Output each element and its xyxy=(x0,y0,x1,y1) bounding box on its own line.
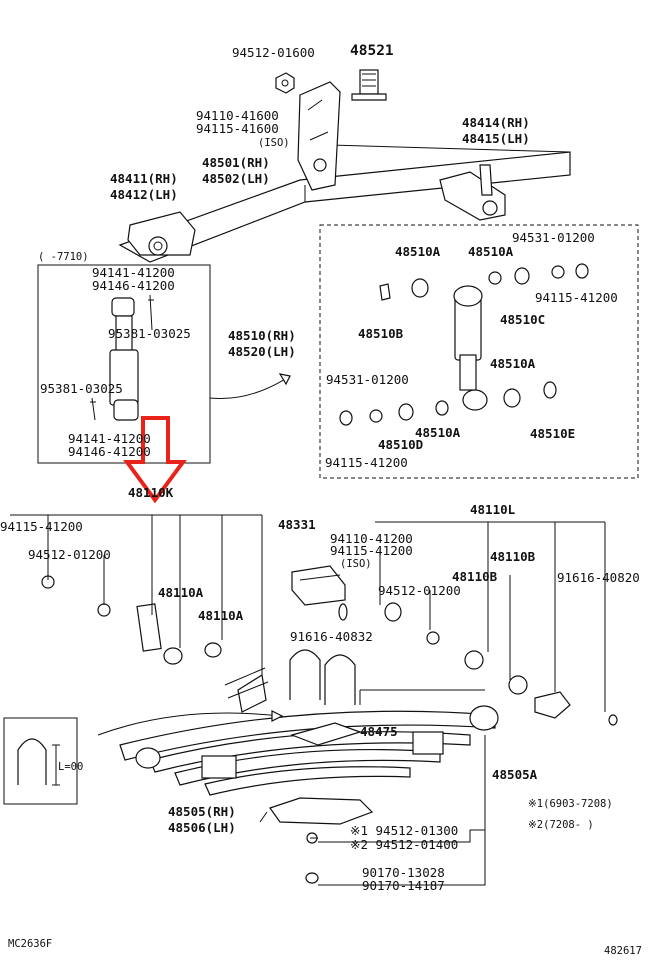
inset-u-bolt xyxy=(17,738,60,786)
label-94512-01400: ※2 94512-01400 xyxy=(350,837,458,852)
footer-code-right: 482617 xyxy=(604,945,642,957)
label-91616-40832: 91616-40832 xyxy=(290,629,373,644)
bushings-48110 xyxy=(41,575,618,884)
leaf-spring-48505 xyxy=(119,705,499,796)
label-48110b-2: 48110B xyxy=(452,569,498,584)
shock-bushings xyxy=(339,263,589,426)
spring-pad-lower xyxy=(269,797,374,825)
spring-plate-48475 xyxy=(290,722,362,746)
label-48331: 48331 xyxy=(278,517,316,532)
label-48110a-2: 48110A xyxy=(198,608,244,623)
shock-absorber-early xyxy=(90,294,154,421)
label-48505-rh: 48505(RH) xyxy=(168,804,236,819)
shackle-pin-48521 xyxy=(351,69,387,101)
shock-absorber-48510 xyxy=(453,285,488,411)
label-94512-01600: 94512-01600 xyxy=(232,45,315,60)
label-48510-rh: 48510(RH) xyxy=(228,328,296,343)
u-bolt xyxy=(289,649,356,705)
label-48505a: 48505A xyxy=(492,767,538,782)
part-labels: 94512-01600 48521 94110-41600 94115-4160… xyxy=(0,43,642,957)
detail-box-early xyxy=(37,264,211,464)
label-48510d: 48510D xyxy=(378,437,423,452)
label-48411-rh: 48411(RH) xyxy=(110,171,178,186)
flow-arrow xyxy=(97,710,284,736)
label-48510a-2: 48510A xyxy=(468,244,514,259)
shackle-48110a xyxy=(224,667,269,713)
label-94512-01200-a: 94512-01200 xyxy=(28,547,111,562)
label-94141-41200-b: 94141-41200 xyxy=(68,431,151,446)
label-48110a-1: 48110A xyxy=(158,585,204,600)
label-48412-lh: 48412(LH) xyxy=(110,187,178,202)
label-94512-01300: ※1 94512-01300 xyxy=(350,823,458,838)
label-94110-41600: 94110-41600 xyxy=(196,108,279,123)
label-90170-13028: 90170-13028 xyxy=(362,865,445,880)
label-48520-lh: 48520(LH) xyxy=(228,344,296,359)
down-arrow-icon xyxy=(123,416,187,504)
label-94115-41200-b: 94115-41200 xyxy=(325,455,408,470)
label-48502-lh: 48502(LH) xyxy=(202,171,270,186)
label-94110-41200: 94110-41200 xyxy=(330,531,413,546)
callout-lines xyxy=(10,514,606,886)
label-48475: 48475 xyxy=(360,724,398,739)
label-94115-41200-c: 94115-41200 xyxy=(0,519,83,534)
label-iso-top: (ISO) xyxy=(258,137,290,149)
label-94115-41600: 94115-41600 xyxy=(196,121,279,136)
label-48510a-4: 48510A xyxy=(415,425,461,440)
label-48414-rh: 48414(RH) xyxy=(462,115,530,130)
label-note-1: ※1(6903-7208) xyxy=(528,798,613,810)
pointer-arrow xyxy=(209,373,291,399)
label-note-2: ※2(7208- ) xyxy=(528,819,594,831)
footer-code-left: MC2636F xyxy=(8,938,52,950)
label-48110k: 48110K xyxy=(128,485,174,500)
front-hanger-48411 xyxy=(127,211,196,256)
label-91616-40820: 91616-40820 xyxy=(557,570,640,585)
label-48510a-1: 48510A xyxy=(395,244,441,259)
label-48510c: 48510C xyxy=(500,312,545,327)
label-iso-mid: (ISO) xyxy=(340,558,372,570)
label-48510a-3: 48510A xyxy=(490,356,536,371)
label-48110b-1: 48110B xyxy=(490,549,536,564)
label-94146-41200-b: 94146-41200 xyxy=(68,444,151,459)
label-94531-01200-b: 94531-01200 xyxy=(326,372,409,387)
nut-94512-01600 xyxy=(275,72,295,94)
label-48521: 48521 xyxy=(350,43,394,59)
label-94512-01200-b: 94512-01200 xyxy=(378,583,461,598)
label-95381-03025-a: 95381-03025 xyxy=(108,326,191,341)
label-48501-rh: 48501(RH) xyxy=(202,155,270,170)
label-94115-41200-d: 94115-41200 xyxy=(330,543,413,558)
inset-box xyxy=(3,717,78,805)
rear-bracket-48414 xyxy=(439,164,506,221)
label-90170-14187: 90170-14187 xyxy=(362,878,445,893)
label-48510b: 48510B xyxy=(358,326,404,341)
shackle-bracket-48501 xyxy=(297,81,341,191)
spring-seat-48331 xyxy=(291,565,346,606)
label-48506-lh: 48506(LH) xyxy=(168,820,236,835)
label-48510e: 48510E xyxy=(530,426,575,441)
label-94531-01200-a: 94531-01200 xyxy=(512,230,595,245)
label-94115-41200-a: 94115-41200 xyxy=(535,290,618,305)
label-94146-41200-a: 94146-41200 xyxy=(92,278,175,293)
label-95381-03025-b: 95381-03025 xyxy=(40,381,123,396)
label-range-7710: ( -7710) xyxy=(38,251,89,263)
label-94141-41200-a: 94141-41200 xyxy=(92,265,175,280)
detail-box-shock xyxy=(319,224,639,479)
label-inset-length: L=00 xyxy=(58,761,83,773)
label-48415-lh: 48415(LH) xyxy=(462,131,530,146)
label-48110l: 48110L xyxy=(470,502,516,517)
